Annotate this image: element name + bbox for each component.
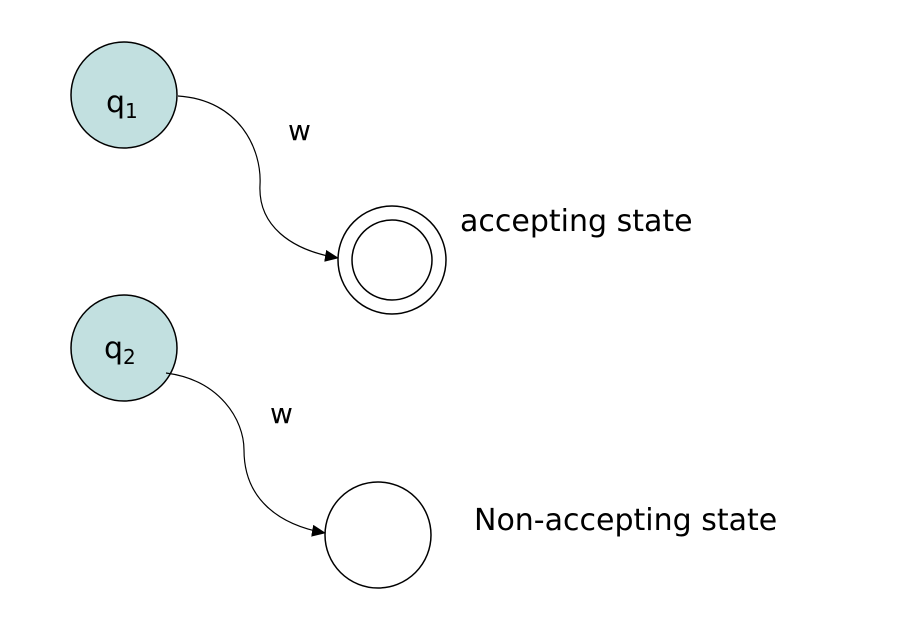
- state-q2: q2: [70, 294, 178, 402]
- edge-label-q1: w: [288, 114, 311, 147]
- accepting-state-caption: accepting state: [460, 204, 693, 239]
- state-q1-label: q1: [106, 85, 138, 123]
- accepting-state: [337, 205, 447, 315]
- state-q1-circle: [70, 41, 178, 149]
- accepting-state-inner-ring: [351, 219, 433, 301]
- edge-q1-to-accepting: [177, 95, 339, 262]
- accepting-state-outer-ring: [337, 205, 447, 315]
- state-q2-circle: [70, 294, 178, 402]
- edge-label-q2: w: [270, 397, 293, 430]
- state-q2-label: q2: [104, 331, 136, 369]
- non-accepting-state: [324, 481, 432, 589]
- non-accepting-state-caption: Non-accepting state: [474, 503, 777, 538]
- edge-q2-to-non-accepting: [165, 372, 326, 537]
- state-q1: q1: [70, 41, 178, 149]
